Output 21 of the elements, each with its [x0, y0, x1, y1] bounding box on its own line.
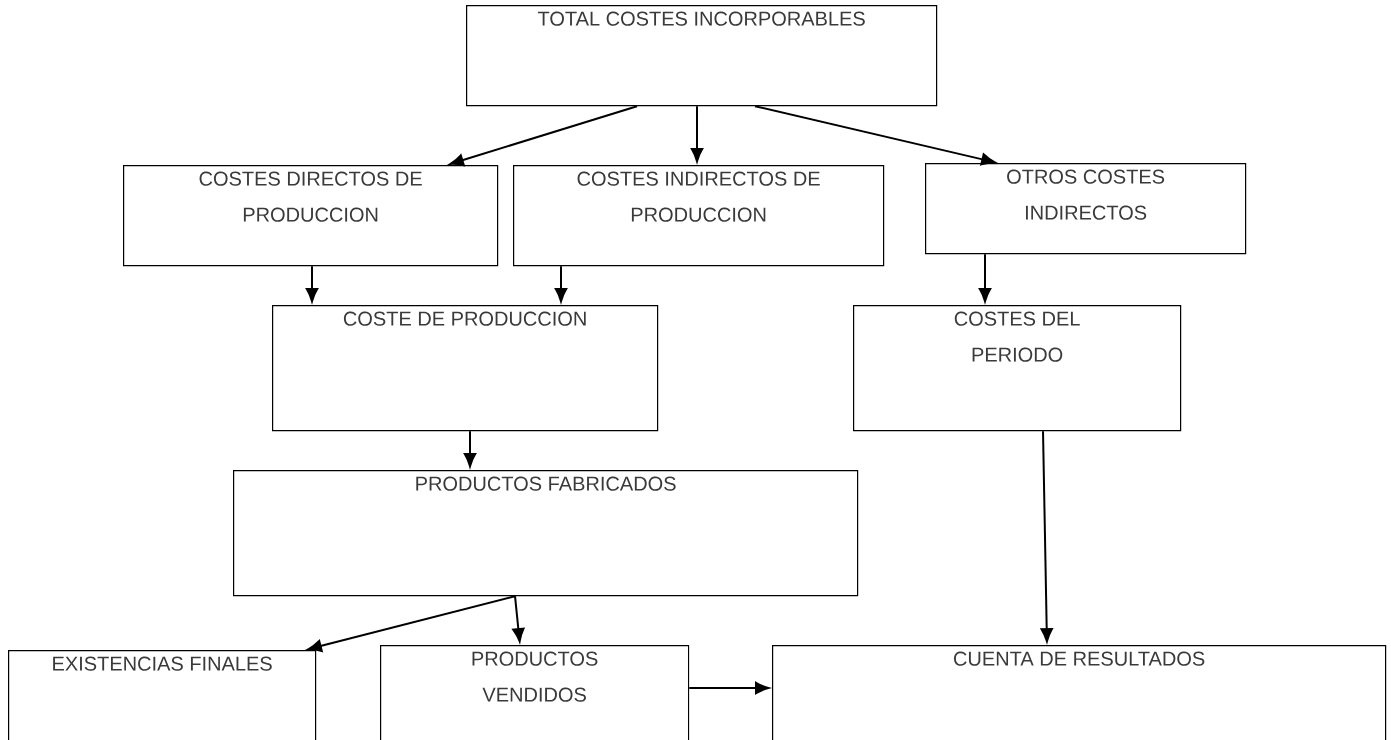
arrow — [690, 105, 704, 163]
process-box: CUENTA DE RESULTADOS — [772, 645, 1387, 740]
arrow — [688, 681, 770, 695]
arrow — [978, 253, 992, 303]
process-box: COSTES DEL PERIODO — [853, 305, 1182, 432]
process-box: PRODUCTOS VENDIDOS — [380, 645, 690, 740]
process-box: COSTES INDIRECTOS DE PRODUCCION — [513, 165, 885, 267]
process-box: PRODUCTOS FABRICADOS — [233, 470, 859, 597]
arrow — [307, 595, 516, 653]
arrow — [554, 265, 568, 303]
process-box: COSTES DIRECTOS DE PRODUCCION — [123, 165, 499, 267]
process-box: EXISTENCIAS FINALES — [8, 650, 317, 740]
process-box: OTROS COSTES INDIRECTOS — [925, 163, 1247, 255]
arrow — [754, 105, 996, 166]
arrow — [512, 595, 525, 643]
arrow — [463, 430, 477, 468]
arrow — [1040, 430, 1053, 643]
process-box: TOTAL COSTES INCORPORABLES — [466, 5, 938, 107]
process-box: COSTE DE PRODUCCION — [272, 305, 659, 432]
arrow — [449, 105, 638, 167]
arrow — [305, 265, 319, 303]
